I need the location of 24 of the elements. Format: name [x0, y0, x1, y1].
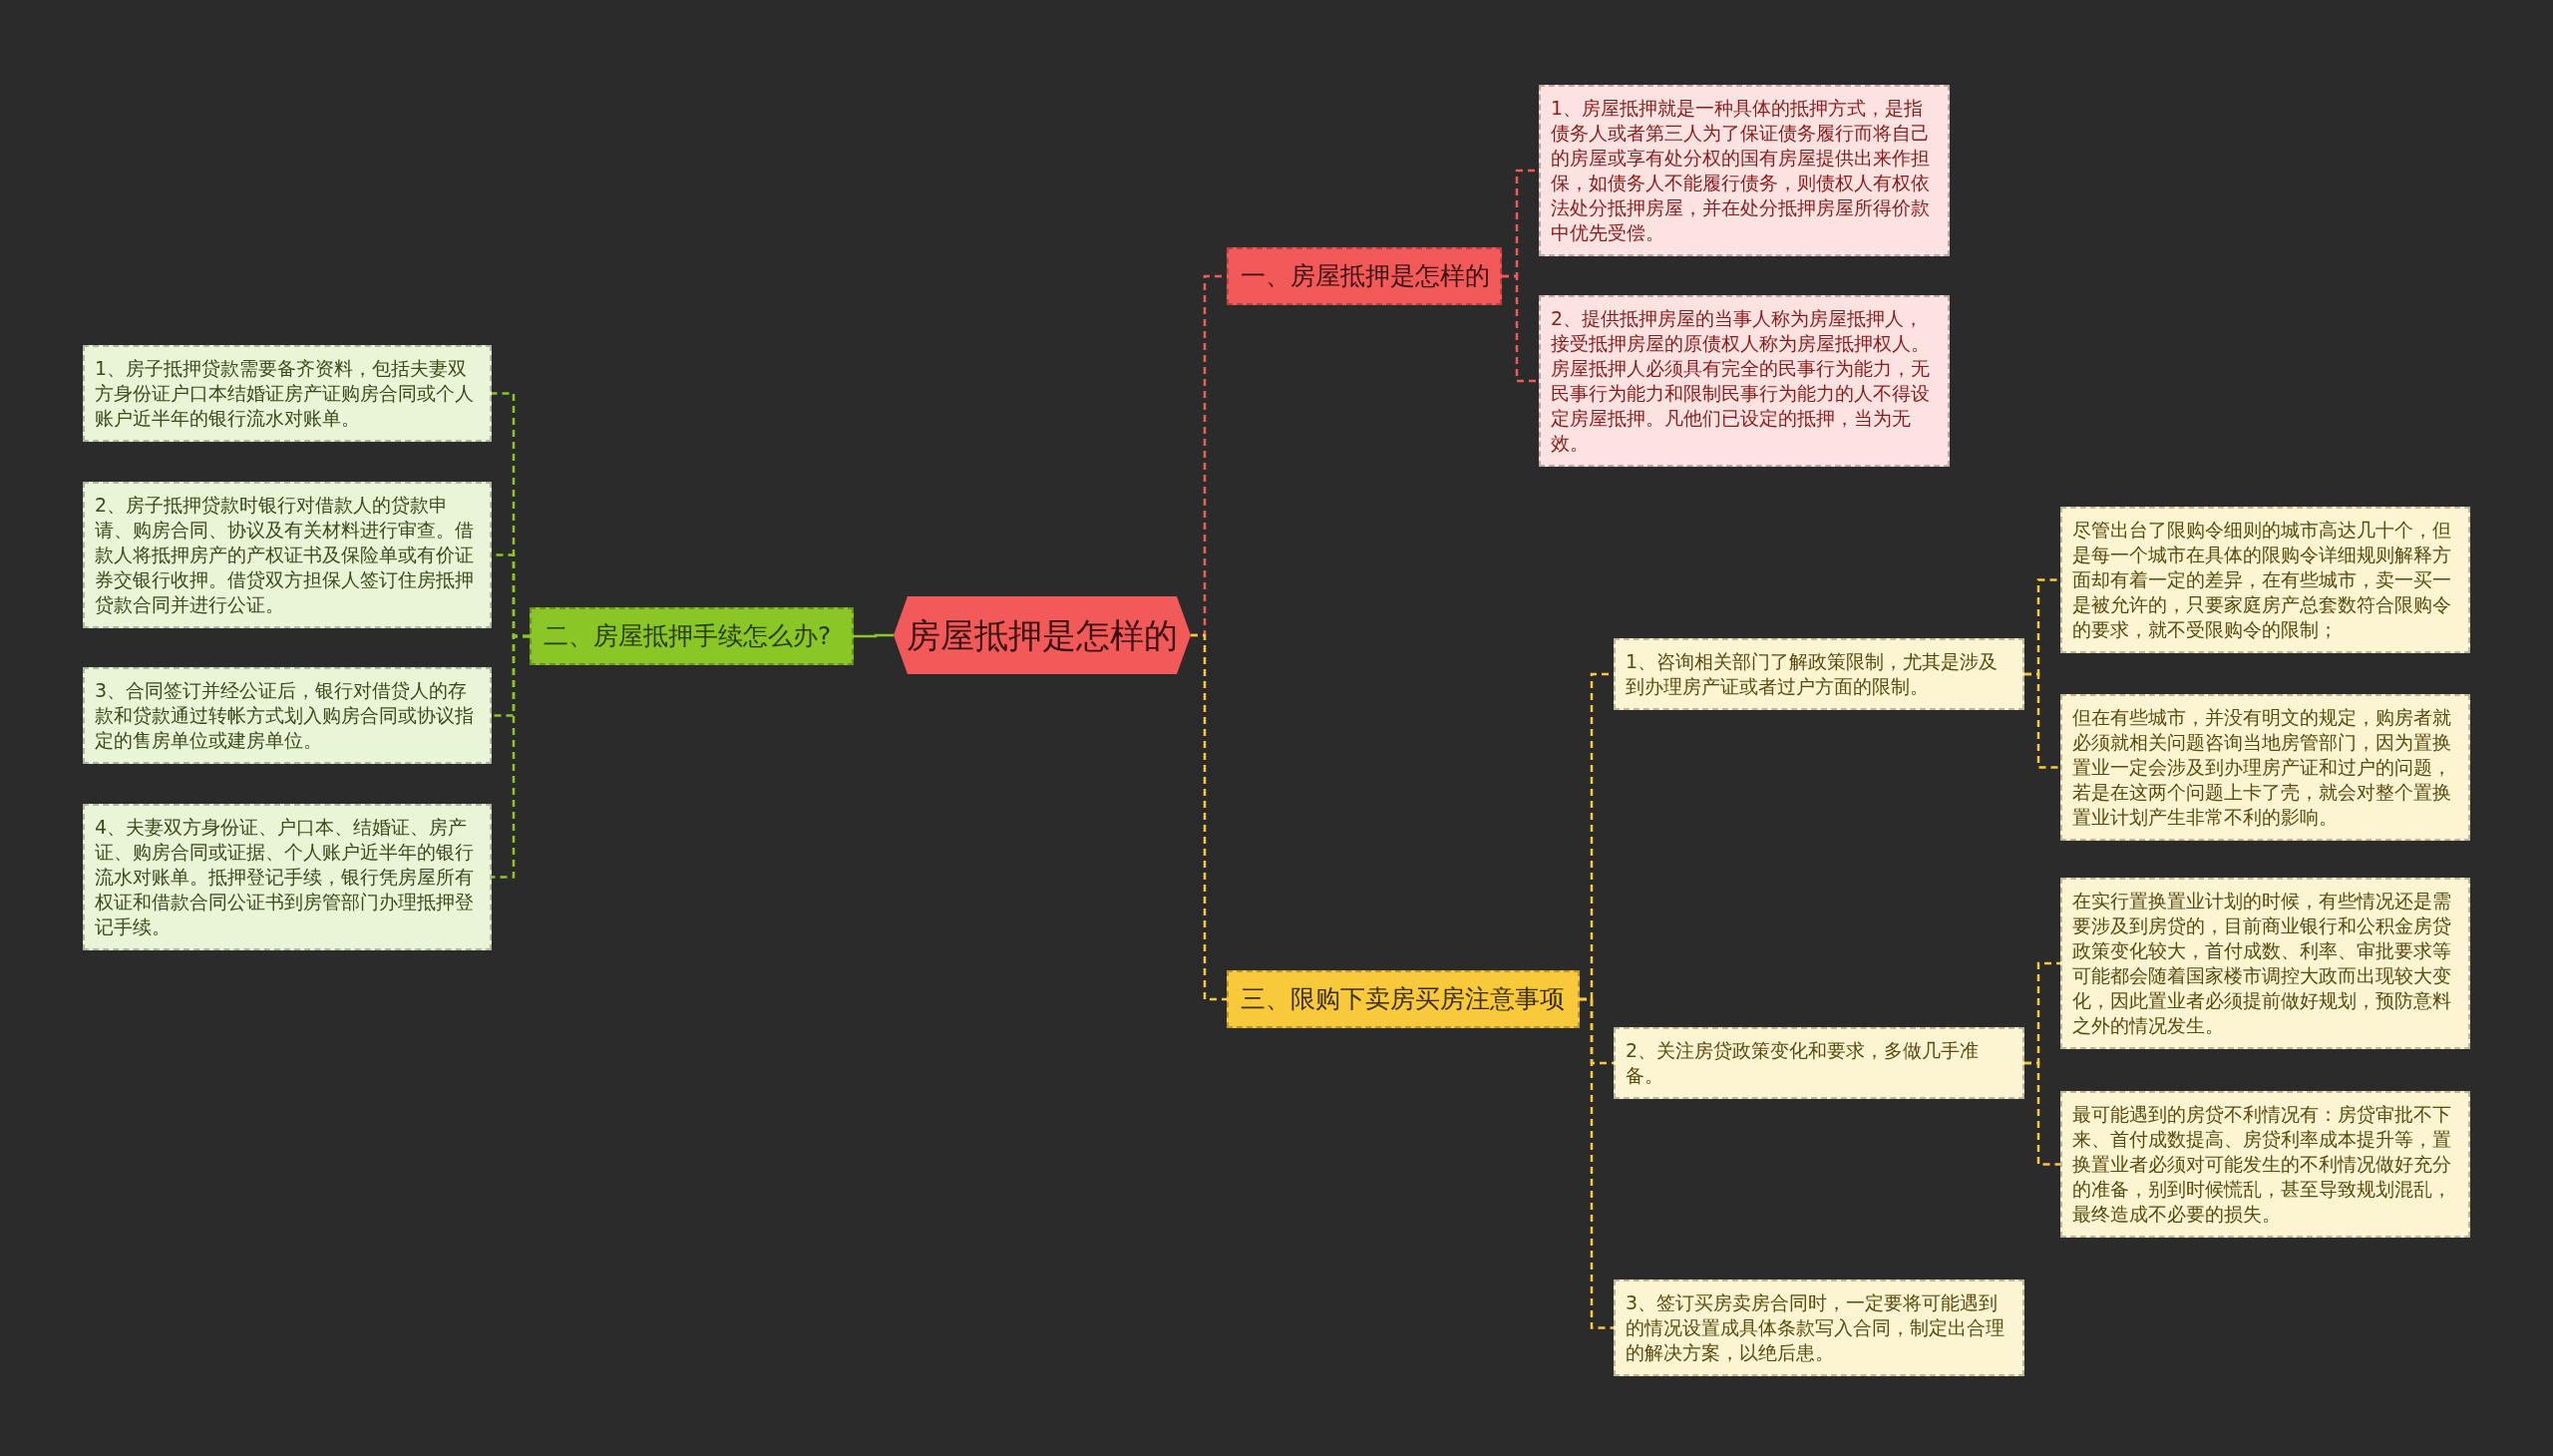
note-box: 3、合同签订并经公证后，银行对借贷人的存款和贷款通过转帐方式划入购房合同或协议指定的售房单位或建房单位。 [83, 667, 492, 764]
central-topic-hexagon: 房屋抵押是怎样的 [894, 596, 1191, 674]
connector-line [2024, 1061, 2060, 1166]
branch-topic-box: 二、房屋抵押手续怎么办? [530, 607, 854, 665]
connector-line [492, 634, 530, 879]
note-box: 2、关注房贷政策变化和要求，多做几手准备。 [1614, 1027, 2024, 1099]
note-box: 但在有些城市，并没有明文的规定，购房者就必须就相关问题咨询当地房管部门，因为置换置业一定会涉及到办理房产证和过户的问题，若是在这两个问题上卡了壳，就会对整个置换置业计划产生非常不利的影响。 [2060, 694, 2470, 841]
note-box: 1、房屋抵押就是一种具体的抵押方式，是指债务人或者第三人为了保证债务履行而将自己的房屋或享有处分权的国有房屋提供出来作担保，如债务人不能履行债务，则债权人有权依法处分抵押房屋，并在处分抵押房屋所得价款中优先受偿。 [1539, 85, 1950, 256]
note-box: 2、提供抵押房屋的当事人称为房屋抵押人，接受抵押房屋的原债权人称为房屋抵押权人。房屋抵押人必须具有完全的民事行为能力，无民事行为能力和限制民事行为能力的人不得设定房屋抵押。凡他们已设定的抵押，当为无效。 [1539, 295, 1950, 467]
connector-line [2024, 672, 2060, 769]
connector-line [854, 633, 894, 638]
note-box: 3、签订买房卖房合同时，一定要将可能遇到的情况设置成具体条款写入合同，制定出合理的解决方案，以绝后患。 [1614, 1279, 2024, 1376]
connector-line [1580, 997, 1614, 1329]
branch-topic-box: 一、房屋抵押是怎样的 [1227, 247, 1502, 305]
branch-topic-box: 三、限购下卖房买房注意事项 [1227, 970, 1580, 1028]
connector-line [1191, 633, 1227, 1001]
note-box: 2、房子抵押贷款时银行对借款人的贷款申请、购房合同、协议及有关材料进行审查。借款人将抵押房产的产权证书及保险单或有价证券交银行收押。借贷双方担保人签订住房抵押贷款合同并进行公证。 [83, 482, 492, 628]
note-box: 尽管出台了限购令细则的城市高达几十个，但是每一个城市在具体的限购令详细规则解释方面却有着一定的差异，在有些城市，卖一买一是被允许的，只要家庭房产总套数符合限购令的要求，就不受限购令的限制； [2060, 507, 2470, 653]
note-box: 最可能遇到的房贷不利情况有：房贷审批不下来、首付成数提高、房贷利率成本提升等，置换置业者必须对可能发生的不利情况做好充分的准备，别到时候慌乱，甚至导致规划混乱，最终造成不必要的损失。 [2060, 1091, 2470, 1238]
connector-line [1502, 274, 1539, 383]
note-box: 1、房子抵押贷款需要备齐资料，包括夫妻双方身份证户口本结婚证房产证购房合同或个人账户近半年的银行流水对账单。 [83, 345, 492, 442]
note-box: 在实行置换置业计划的时候，有些情况还是需要涉及到房贷的，目前商业银行和公积金房贷政策变化较大，首付成数、利率、审批要求等可能都会随着国家楼市调控大政而出现较大变化，因此置业者必须提前做好规划，预防意料之外的情况发生。 [2060, 878, 2470, 1049]
note-box: 1、咨询相关部门了解政策限制，尤其是涉及到办理房产证或者过户方面的限制。 [1614, 638, 2024, 710]
note-box: 4、夫妻双方身份证、户口本、结婚证、房产证、购房合同或证据、个人账户近半年的银行流水对账单。抵押登记手续，银行凭房屋所有权证和借款合同公证书到房管部门办理抵押登记手续。 [83, 804, 492, 950]
